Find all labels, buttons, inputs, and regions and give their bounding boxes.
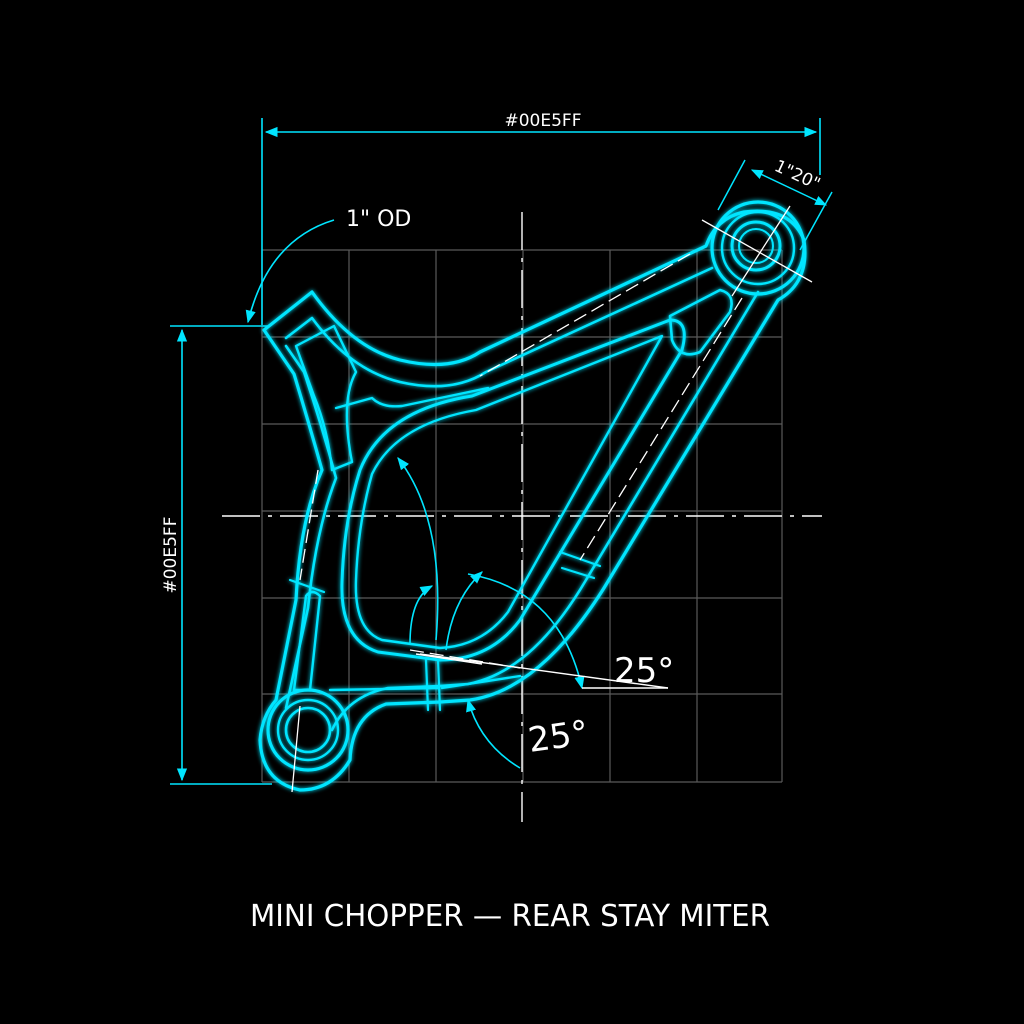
pivot-dimension-label: 1"20" bbox=[771, 156, 823, 194]
angle-reference-lines bbox=[415, 653, 669, 689]
angle-lower-label: 25° bbox=[526, 713, 591, 761]
pivot-crosshair bbox=[291, 205, 813, 793]
angle-upper-label: 25° bbox=[614, 651, 674, 691]
tube-centerlines bbox=[299, 253, 743, 669]
top-dimension bbox=[261, 118, 821, 325]
left-dimension bbox=[170, 325, 272, 785]
left-dimension-label: #00E5FF bbox=[161, 517, 181, 594]
tube-od-leader bbox=[245, 219, 335, 324]
center-lines bbox=[222, 212, 822, 822]
drawing-title: MINI CHOPPER — REAR STAY MITER bbox=[250, 899, 770, 934]
frame-outline bbox=[258, 200, 807, 792]
angle-annotations bbox=[397, 456, 585, 769]
tube-od-label: 1" OD bbox=[346, 207, 411, 232]
top-dimension-label: #00E5FF bbox=[505, 111, 582, 131]
